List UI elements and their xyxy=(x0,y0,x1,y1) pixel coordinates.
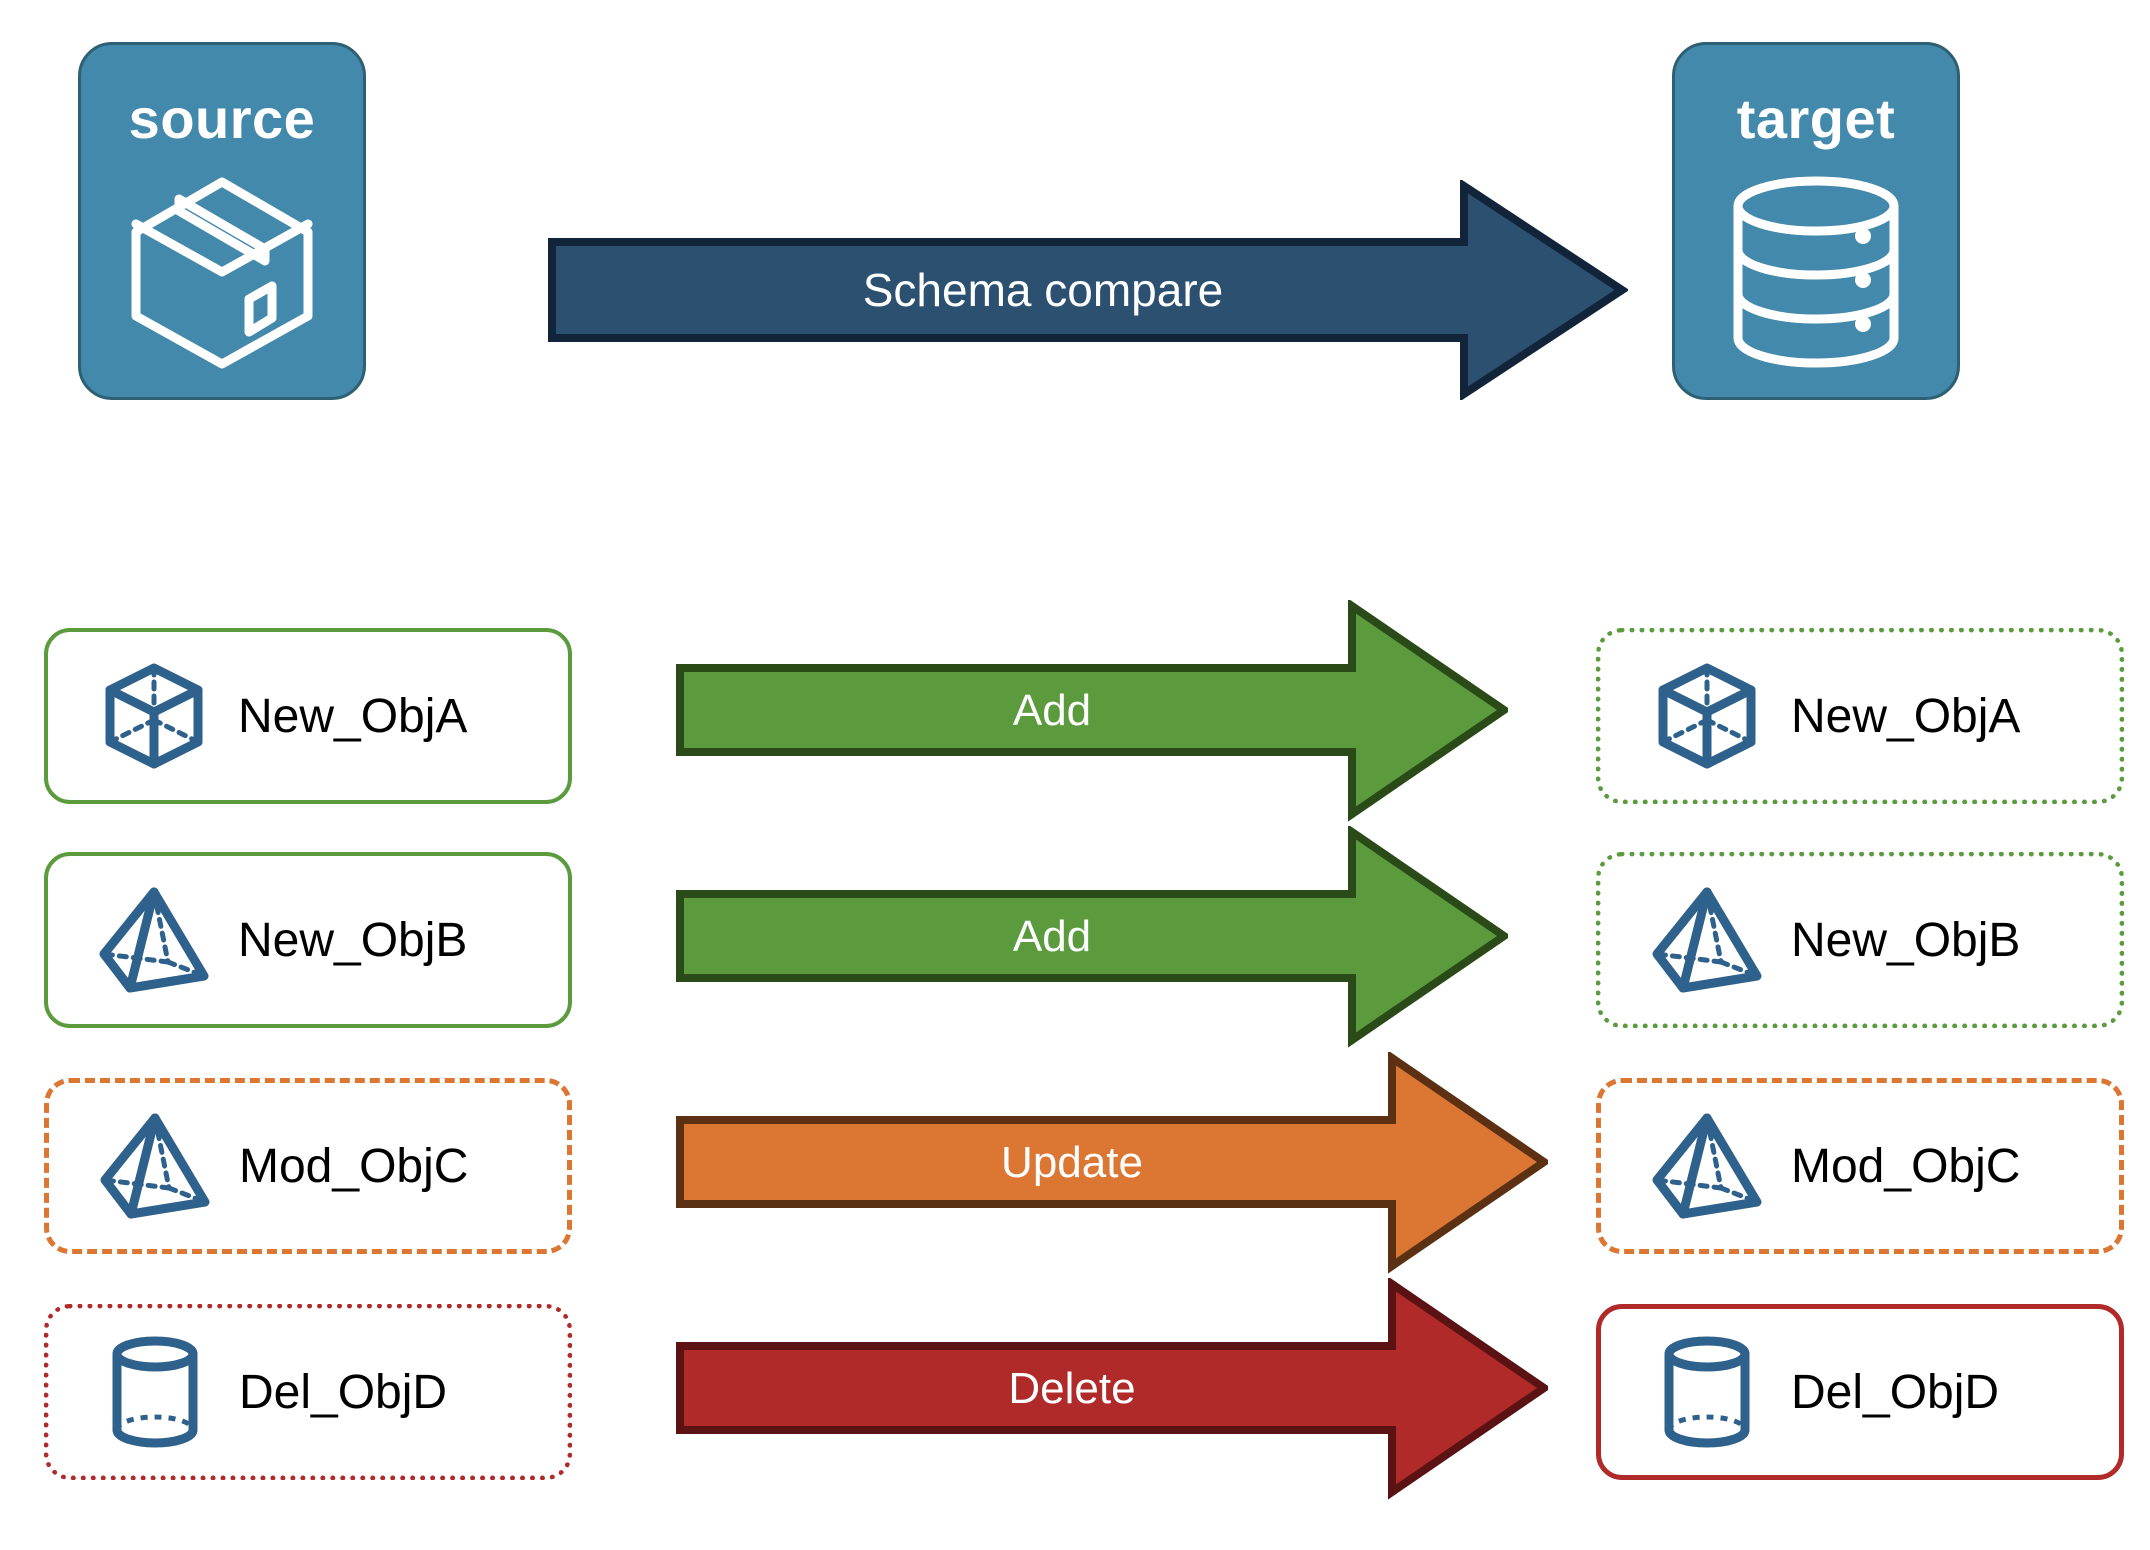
target-object-name-0: New_ObjA xyxy=(1791,689,2021,743)
source-object-name-3: Del_ObjD xyxy=(239,1365,448,1419)
source-object-card-0[interactable]: New_ObjA xyxy=(44,628,572,804)
wireframe-pyramid-icon xyxy=(95,1108,215,1224)
wireframe-pyramid-icon xyxy=(1647,1108,1767,1224)
target-object-card-2[interactable]: Mod_ObjC xyxy=(1596,1078,2124,1254)
target-object-name-3: Del_ObjD xyxy=(1791,1365,2000,1419)
endpoint-card-source: source xyxy=(78,42,366,400)
database-cylinder-icon xyxy=(1675,147,1957,397)
endpoint-label-target: target xyxy=(1736,87,1896,150)
source-object-card-3[interactable]: Del_ObjD xyxy=(44,1304,572,1480)
wireframe-cylinder-icon xyxy=(1647,1334,1767,1450)
target-object-card-3[interactable]: Del_ObjD xyxy=(1596,1304,2124,1480)
action-arrow-delete: Delete xyxy=(676,1276,1552,1500)
wireframe-pyramid-icon xyxy=(1647,882,1767,998)
action-arrow-add-1: Add xyxy=(676,824,1512,1048)
wireframe-cube-icon xyxy=(94,660,214,772)
source-object-name-1: New_ObjB xyxy=(238,913,468,967)
endpoint-label-source: source xyxy=(128,87,316,150)
action-arrow-update: Update xyxy=(676,1050,1552,1274)
source-object-card-2[interactable]: Mod_ObjC xyxy=(44,1078,572,1254)
package-box-icon xyxy=(81,147,363,397)
target-object-name-2: Mod_ObjC xyxy=(1791,1139,2021,1193)
wireframe-cube-icon xyxy=(1647,660,1767,772)
source-object-name-2: Mod_ObjC xyxy=(239,1139,469,1193)
source-object-card-1[interactable]: New_ObjB xyxy=(44,852,572,1028)
target-object-card-0[interactable]: New_ObjA xyxy=(1596,628,2124,804)
wireframe-pyramid-icon xyxy=(94,882,214,998)
source-object-name-0: New_ObjA xyxy=(238,689,468,743)
endpoint-card-target: target xyxy=(1672,42,1960,400)
schema-compare-arrow: Schema compare xyxy=(548,178,1630,402)
wireframe-cylinder-icon xyxy=(95,1334,215,1450)
target-object-name-1: New_ObjB xyxy=(1791,913,2021,967)
action-arrow-add-0: Add xyxy=(676,598,1512,822)
target-object-card-1[interactable]: New_ObjB xyxy=(1596,852,2124,1028)
